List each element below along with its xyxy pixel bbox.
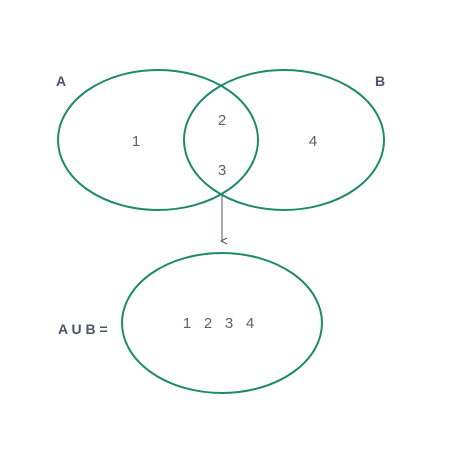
union-label: A U B = [58,321,108,337]
region-b-only-element: 4 [309,133,317,150]
union-element: 2 [204,315,212,332]
set-a-label: A [56,73,66,89]
intersection-element-bottom: 3 [218,162,226,179]
set-b-label: B [375,73,385,89]
union-circle [121,252,323,394]
set-a-circle [57,69,259,211]
intersection-element-top: 2 [218,112,226,129]
set-b-circle [183,69,385,211]
region-a-only-element: 1 [132,133,140,150]
union-element: 3 [225,315,233,332]
union-element: 1 [183,315,191,332]
union-element: 4 [246,315,254,332]
